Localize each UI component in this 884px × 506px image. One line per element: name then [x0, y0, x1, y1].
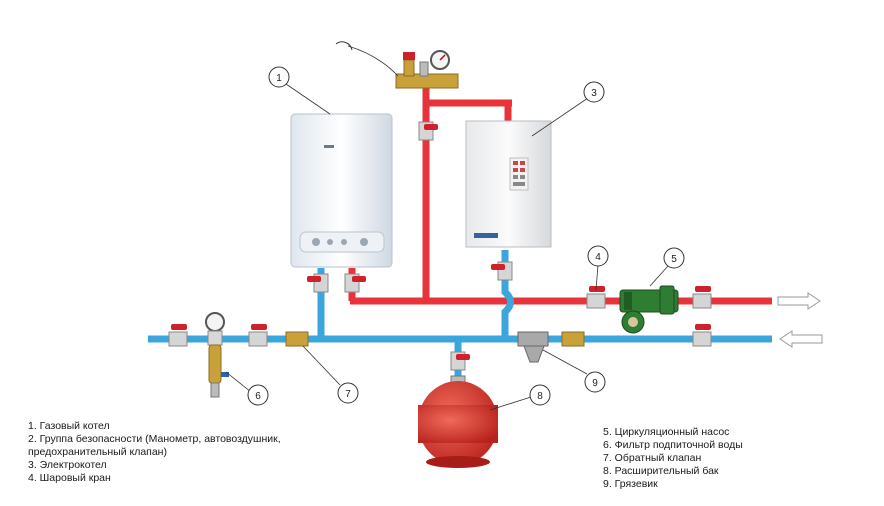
ball-valves	[168, 121, 712, 371]
ball-valve	[307, 273, 329, 293]
mud-trap	[517, 331, 549, 363]
legend-right: 5. Циркуляционный насос 6. Фильтр подпит…	[603, 426, 743, 491]
flow-arrows	[777, 292, 823, 348]
safety-group	[395, 50, 459, 89]
callout-4: 4	[587, 245, 609, 267]
ball-valve	[586, 286, 606, 309]
svg-text:7: 7	[345, 389, 351, 400]
svg-text:4: 4	[595, 252, 601, 263]
legend-item: 1. Газовый котел	[28, 420, 110, 432]
legend-item: 9. Грязевик	[603, 478, 658, 490]
ball-valve	[168, 324, 188, 347]
legend-item: 7. Обратный клапан	[603, 452, 702, 464]
ball-valve	[450, 351, 470, 371]
svg-text:1: 1	[276, 73, 282, 84]
legend-item: 8. Расширительный бак	[603, 465, 719, 477]
ball-valve	[491, 261, 513, 281]
circulation-pump	[619, 285, 679, 334]
legend-item: 2. Группа безопасности (Манометр, автово…	[28, 433, 281, 445]
supply-out-arrow	[777, 292, 821, 310]
supply-pipes	[348, 88, 772, 305]
callout-7: 7	[337, 382, 359, 404]
svg-text:6: 6	[255, 391, 261, 402]
ball-valve	[692, 324, 712, 347]
ball-valve	[692, 286, 712, 309]
return-in-arrow	[779, 330, 823, 348]
legend-item: предохранительный клапан)	[28, 446, 167, 458]
callout-3: 3	[583, 81, 605, 103]
ball-valve	[418, 121, 438, 141]
legend-item: 5. Циркуляционный насос	[603, 426, 730, 438]
gas-boiler	[290, 113, 393, 268]
callout-2	[335, 41, 353, 51]
callout-1: 1	[268, 66, 290, 88]
callout-9: 9	[584, 371, 606, 393]
svg-text:5: 5	[671, 254, 677, 265]
check-valve	[285, 331, 585, 347]
svg-text:8: 8	[537, 391, 543, 402]
expansion-tank	[418, 375, 498, 468]
make-up-water-filter	[205, 312, 229, 398]
leader-lines	[225, 45, 669, 411]
legend-left: 1. Газовый котел 2. Группа безопасности …	[28, 420, 281, 485]
electric-boiler	[465, 120, 552, 248]
svg-text:3: 3	[591, 88, 597, 99]
legend-item: 4. Шаровый кран	[28, 472, 111, 484]
ball-valve	[344, 273, 366, 293]
svg-text:9: 9	[592, 378, 598, 389]
callout-6: 6	[247, 384, 269, 406]
callout-8: 8	[529, 384, 551, 406]
legend-item: 3. Электрокотел	[28, 459, 107, 471]
legend-item: 6. Фильтр подпиточной воды	[603, 439, 743, 451]
ball-valve	[248, 324, 268, 347]
callouts: 1 3 4 5 6 7 8 9	[247, 41, 685, 406]
callout-5: 5	[663, 247, 685, 269]
